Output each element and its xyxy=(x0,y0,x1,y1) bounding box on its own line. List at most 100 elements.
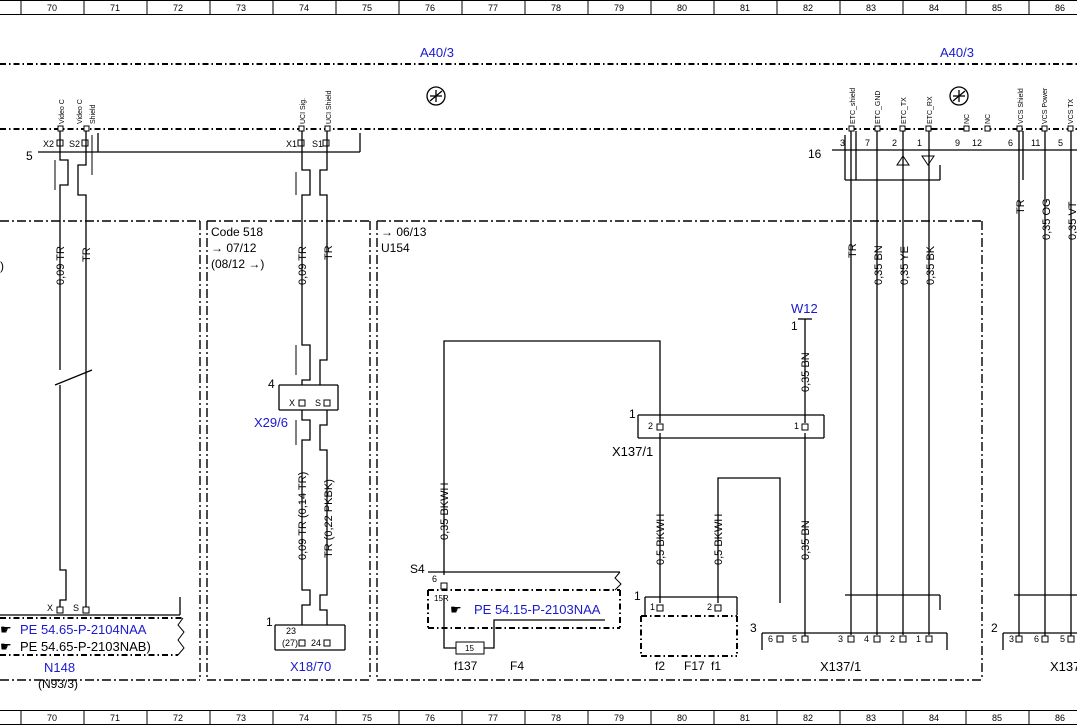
wire-color-label: TR xyxy=(847,243,859,258)
pin-terminal xyxy=(1015,635,1023,643)
x137-1-lower-connector: 3 6 5 3 4 2 1 X137/1 xyxy=(750,594,948,674)
f1-label: f1 xyxy=(711,659,721,673)
wire-color-label: 0,35 OG xyxy=(1041,198,1053,240)
col-label: 79 xyxy=(614,713,624,723)
pin-label: X1 xyxy=(286,139,297,149)
col-label: 82 xyxy=(803,3,813,13)
code518-from: → 07/12 xyxy=(211,241,257,255)
receive-arrow-icon xyxy=(921,155,935,166)
reference-link[interactable]: PE 54.65-P-2104NAA xyxy=(20,622,147,637)
pin-terminal xyxy=(899,635,907,643)
col-label: 74 xyxy=(299,3,309,13)
wire-color-label: 0,5 BKWH xyxy=(713,514,725,565)
pin-label: X xyxy=(47,603,53,613)
connector-strip-16: 16 3 7 2 1 9 12 6 11 5 xyxy=(808,135,1077,181)
pin-label: ETC_RX xyxy=(927,96,934,124)
pin-terminal xyxy=(323,399,331,407)
pin-label: NC xyxy=(985,114,992,124)
wire-group-uci: 0,09 TR TR 0,09 TR (0,14 TR) TR (0,22 PK… xyxy=(295,131,335,625)
col-label: 76 xyxy=(425,3,435,13)
w12-ground: W12 1 0,35 BN 0,35 BN xyxy=(791,301,818,640)
pin-label: 5 xyxy=(792,634,797,644)
wire-color-label: 0,35 BKWH xyxy=(439,482,451,540)
reference-link[interactable]: PE 54.15-P-2103NAA xyxy=(474,602,601,617)
f4-label: F4 xyxy=(510,659,524,673)
wire-color-label: TR (0,22 PKBK) xyxy=(323,479,335,558)
pin-terminal xyxy=(322,139,330,147)
wire-color-label: TR xyxy=(1015,199,1027,214)
pin-terminal xyxy=(1016,125,1023,132)
variant-note: ) xyxy=(0,259,4,273)
reference-link[interactable]: PE 54.65-P-2103NAB) xyxy=(20,639,151,654)
col-label: 76 xyxy=(425,713,435,723)
wire-color-label: 0,35 BN xyxy=(800,352,812,392)
col-label: 84 xyxy=(929,3,939,13)
col-label: 75 xyxy=(362,3,372,13)
col-label: 83 xyxy=(866,3,876,13)
wire-color-label: 0,35 VT xyxy=(1067,201,1077,240)
w12-label: W12 xyxy=(791,301,818,316)
pin-label: X2 xyxy=(43,139,54,149)
wire-color-label: 0,09 TR (0,14 TR) xyxy=(297,472,309,560)
pin-label: 23 xyxy=(286,626,296,636)
pin-terminal xyxy=(323,639,331,647)
pin-label: Shield xyxy=(90,104,97,124)
f2-label: f2 xyxy=(655,659,665,673)
col-label: 77 xyxy=(488,3,498,13)
col-label: 79 xyxy=(614,3,624,13)
pin-label: VCS TX xyxy=(1068,99,1075,124)
pin-label: 5 xyxy=(1060,634,1065,644)
pin-terminal xyxy=(1067,125,1074,132)
pin-label: 1 xyxy=(916,634,921,644)
col-label: 72 xyxy=(173,3,183,13)
wire-color-label: 0,09 TR xyxy=(55,246,67,285)
x137-label: X137 xyxy=(1050,659,1077,674)
col-label: 86 xyxy=(1055,713,1065,723)
col-label: 77 xyxy=(488,713,498,723)
connector-number: 1 xyxy=(629,407,636,421)
pin-label: X xyxy=(289,398,295,408)
pin-label: ETC_GND xyxy=(875,91,882,124)
pin-label: 24 xyxy=(311,638,321,648)
f17-label: F17 xyxy=(684,659,705,673)
x137-1-label: X137/1 xyxy=(820,659,861,674)
pin-label: 11 xyxy=(1031,138,1040,148)
u154-from: → 06/13 xyxy=(381,225,427,239)
pin-label: 1 xyxy=(650,602,655,612)
pin-terminal xyxy=(848,125,855,132)
n93-3-label: (N93/3) xyxy=(38,677,78,691)
col-label: 73 xyxy=(236,713,246,723)
pin-label: VCS Shield xyxy=(1018,88,1025,124)
pin-terminal xyxy=(925,635,933,643)
pin-terminal xyxy=(963,125,970,132)
pin-terminal xyxy=(984,125,991,132)
pin-terminal xyxy=(1041,125,1048,132)
connector-number: 1 xyxy=(634,589,641,603)
pin-label: 3 xyxy=(838,634,843,644)
pin-label: 4 xyxy=(864,634,869,644)
pin-label: 2 xyxy=(648,421,653,431)
code518-label: Code 518 xyxy=(211,225,263,239)
pin-terminal xyxy=(801,423,809,431)
a40-3-label: A40/3 xyxy=(420,45,454,60)
pin-label: 3 xyxy=(1009,634,1014,644)
pin-terminal xyxy=(324,125,331,132)
connector-number: 1 xyxy=(266,615,273,629)
grid-header: 70 71 72 73 74 75 76 77 78 79 80 81 82 8… xyxy=(0,0,1077,15)
pin-terminal xyxy=(298,125,305,132)
wire-group-etc: TR 0,35 BN 0,35 YE 0,35 BK xyxy=(847,131,937,635)
wire-f1: 0,5 BKWH xyxy=(713,477,781,603)
u154-label: U154 xyxy=(381,241,410,255)
pin-label: 9 xyxy=(955,138,960,148)
wire-color-label: 0,5 BKWH xyxy=(655,514,667,565)
pin-label: 6 xyxy=(1008,138,1013,148)
col-label: 86 xyxy=(1055,3,1065,13)
electronic-component-icon xyxy=(426,86,446,106)
col-label: 80 xyxy=(677,713,687,723)
pin-label: 6 xyxy=(768,634,773,644)
x137-1-label: X137/1 xyxy=(612,444,653,459)
col-label: 78 xyxy=(551,3,561,13)
pin-label: 3 xyxy=(840,138,845,148)
col-label: 83 xyxy=(866,713,876,723)
pin-terminal xyxy=(874,125,881,132)
